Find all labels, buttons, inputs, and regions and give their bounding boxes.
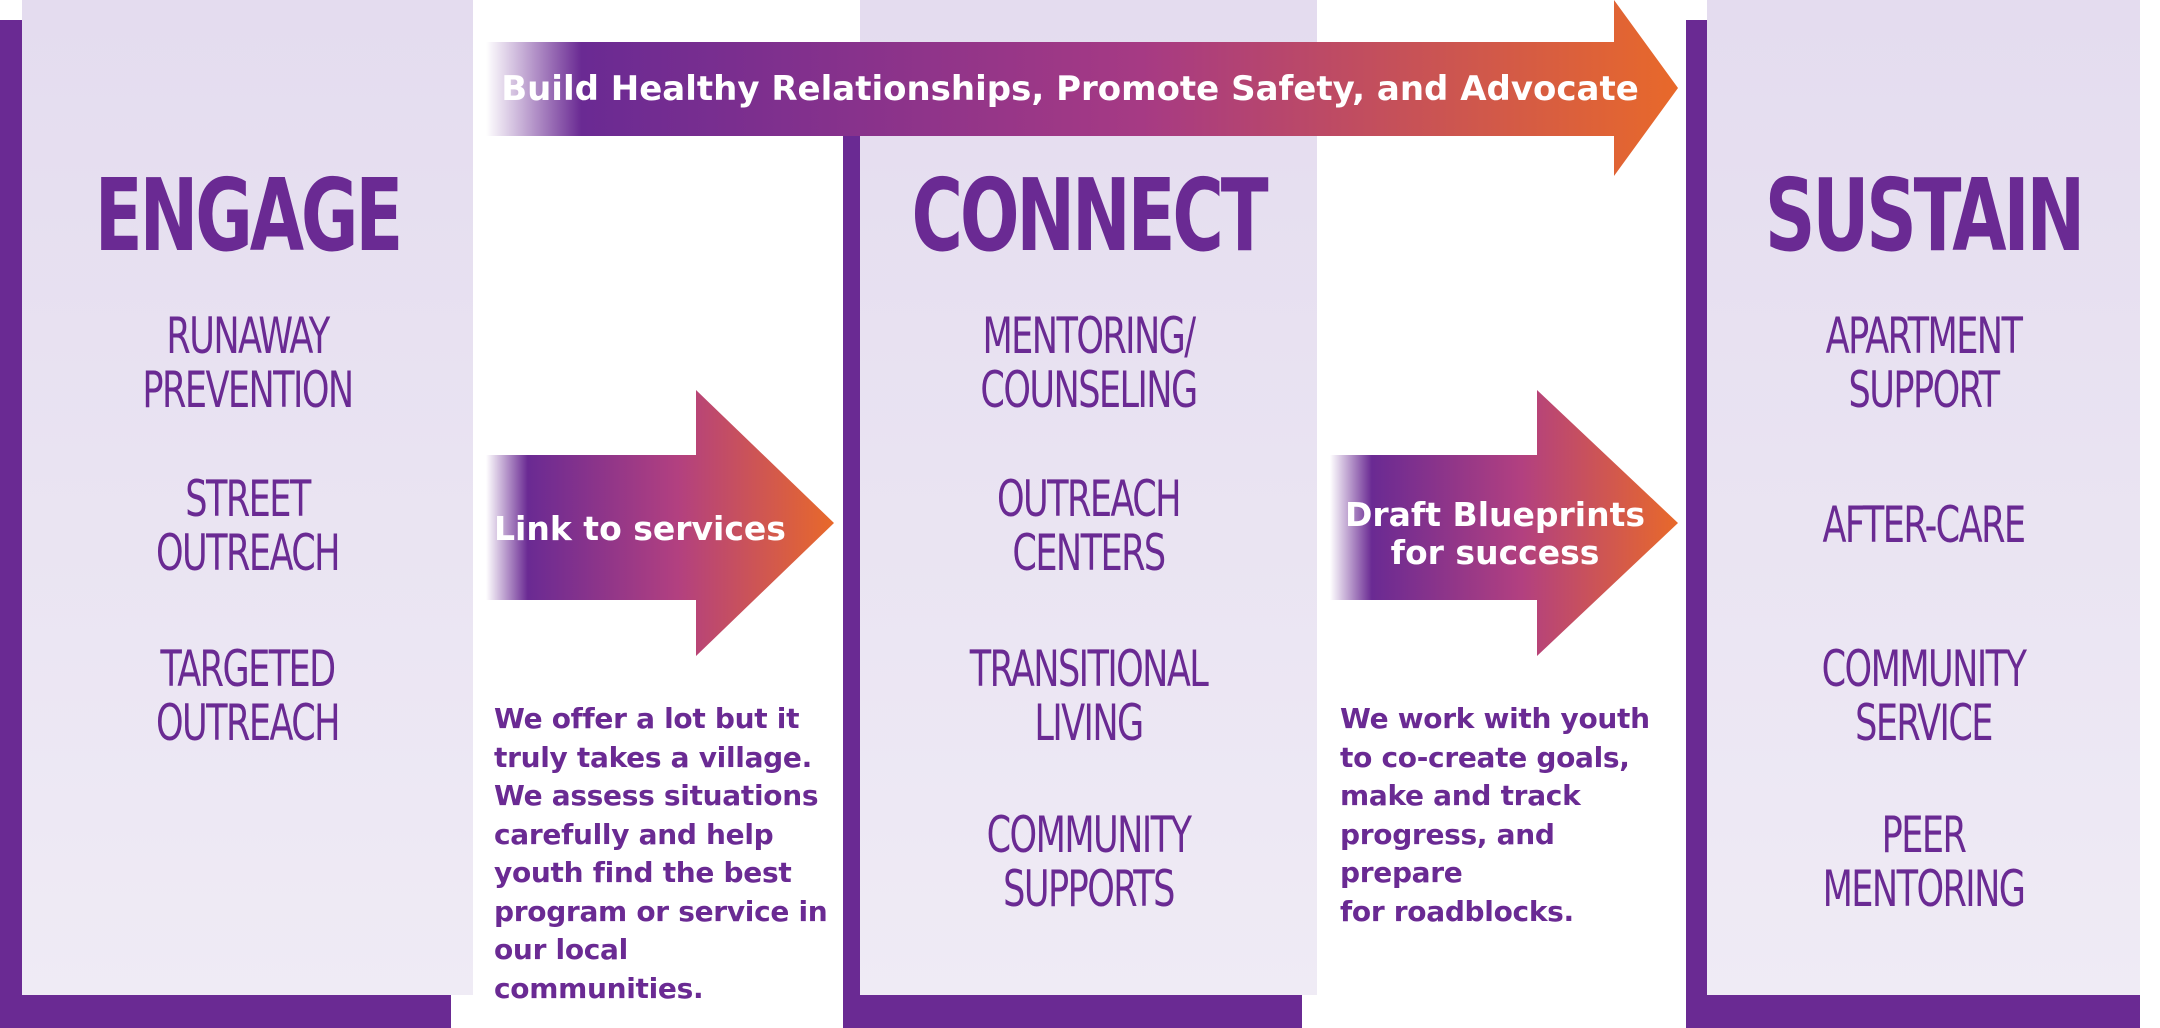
link-to-services-description: We offer a lot but it truly takes a vill… [494,702,828,1005]
sustain-item: PEER MENTORING [1822,806,2026,918]
link-to-services-label: Link to services [494,509,786,548]
engage-item: STREET OUTREACH [155,470,341,582]
connect-column: CONNECT MENTORING/ COUNSELING OUTREACH C… [860,0,1317,995]
connect-item: MENTORING/ COUNSELING [980,307,1198,419]
connect-item: COMMUNITY SUPPORTS [986,806,1192,918]
top-banner-arrow [486,0,1678,176]
engage-column: ENGAGE RUNAWAY PREVENTION STREET OUTREAC… [22,0,473,995]
sustain-column: SUSTAIN APARTMENT SUPPORT AFTER-CARE COM… [1707,0,2140,995]
engage-item: TARGETED OUTREACH [155,640,341,752]
sustain-item: AFTER-CARE [1822,496,2027,554]
draft-blueprints-arrow [1330,390,1678,656]
engage-title: ENGAGE [94,157,404,274]
connect-item: OUTREACH CENTERS [996,470,1182,582]
connect-title: CONNECT [911,157,1268,274]
connect-item: TRANSITIONAL LIVING [969,640,1209,752]
draft-blueprints-label: Draft Blueprints for success [1344,495,1645,572]
sustain-item: APARTMENT SUPPORT [1825,307,2023,419]
engage-item: RUNAWAY PREVENTION [142,307,354,419]
sustain-title: SUSTAIN [1764,157,2085,274]
sustain-item: COMMUNITY SERVICE [1821,640,2027,752]
draft-blueprints-description: We work with youth to co-create goals, m… [1340,702,1650,928]
link-to-services-arrow [486,390,834,656]
top-banner-label: Build Healthy Relationships, Promote Saf… [501,69,1639,109]
